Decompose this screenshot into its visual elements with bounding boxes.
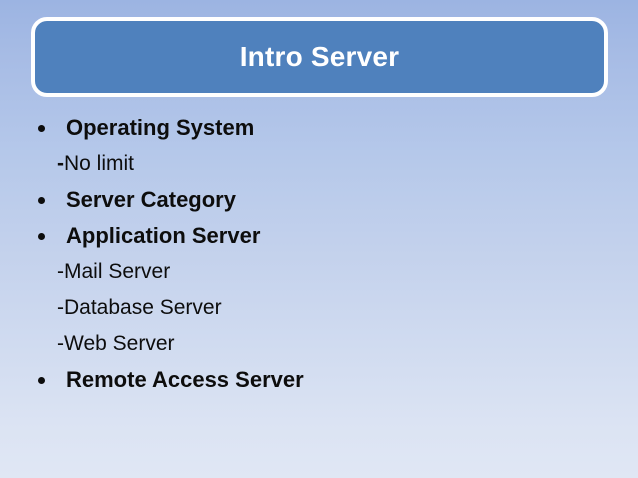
list-item-label: Remote Access Server — [66, 367, 304, 392]
list-item-label: Application Server — [66, 223, 261, 248]
list-item: -Mail Server — [0, 254, 638, 290]
list-item: -No limit — [0, 146, 638, 182]
list-item-label: Mail Server — [64, 260, 171, 283]
dash-icon: - — [57, 296, 64, 319]
list-item: Server Category — [0, 182, 638, 218]
bullet-dot-icon — [38, 377, 45, 384]
dash-icon: - — [57, 260, 64, 283]
list-item: -Web Server — [0, 326, 638, 362]
list-item: Remote Access Server — [0, 362, 638, 398]
bullet-dot-icon — [38, 197, 45, 204]
bullet-dot-icon — [38, 125, 45, 132]
bullet-dot-icon — [38, 233, 45, 240]
list-item: Operating System — [0, 110, 638, 146]
list-item-label: No limit — [64, 152, 135, 175]
list-item: -Database Server — [0, 290, 638, 326]
list-item-label: Operating System — [66, 115, 255, 140]
slide-body-list: Operating System -No limit Server Catego… — [0, 110, 638, 398]
slide-title-plate: Intro Server — [31, 17, 608, 97]
dash-icon: - — [57, 152, 64, 175]
page-title: Intro Server — [239, 41, 400, 72]
list-item-label: Server Category — [66, 187, 236, 212]
list-item-label: Web Server — [64, 332, 175, 355]
list-item-label: Database Server — [64, 296, 222, 319]
dash-icon: - — [57, 332, 64, 355]
list-item: Application Server — [0, 218, 638, 254]
